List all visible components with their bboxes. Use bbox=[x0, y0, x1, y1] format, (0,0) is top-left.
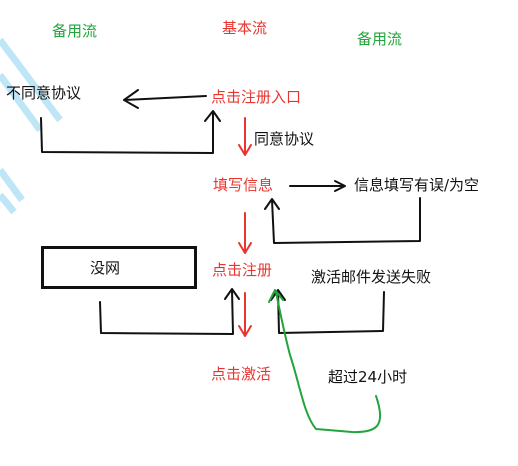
alt-flow-left-heading: 备用流 bbox=[52, 22, 98, 40]
basic-flow-heading: 基本流 bbox=[222, 19, 268, 37]
arrow-entry-to-fill bbox=[238, 117, 252, 156]
left-edge-decoration bbox=[0, 37, 63, 215]
label-agree: 同意协议 bbox=[254, 130, 315, 148]
node-click-activate: 点击激活 bbox=[211, 365, 272, 383]
label-email-failed: 激活邮件发送失败 bbox=[311, 268, 432, 286]
arrow-fill-to-register bbox=[238, 212, 252, 254]
loop-no-network-to-register bbox=[99, 288, 240, 335]
label-info-error: 信息填写有误/为空 bbox=[354, 176, 480, 194]
node-click-register: 点击注册 bbox=[212, 261, 273, 279]
arrow-register-to-activate bbox=[238, 292, 252, 337]
node-register-entry: 点击注册入口 bbox=[211, 88, 302, 106]
loop-disagree-to-entry bbox=[40, 110, 221, 154]
loop-error-to-fill bbox=[264, 197, 421, 244]
loop-timeout-to-register bbox=[268, 289, 382, 434]
no-network-box bbox=[41, 246, 197, 289]
label-over-24h: 超过24小时 bbox=[328, 368, 408, 386]
arrow-entry-to-disagree bbox=[123, 89, 207, 109]
node-fill-info: 填写信息 bbox=[213, 176, 274, 194]
label-no-network: 没网 bbox=[90, 259, 121, 277]
arrow-fill-to-error bbox=[289, 180, 346, 192]
label-disagree: 不同意协议 bbox=[6, 84, 82, 102]
loop-email-failed-to-register bbox=[270, 289, 385, 334]
alt-flow-right-heading: 备用流 bbox=[357, 30, 403, 48]
